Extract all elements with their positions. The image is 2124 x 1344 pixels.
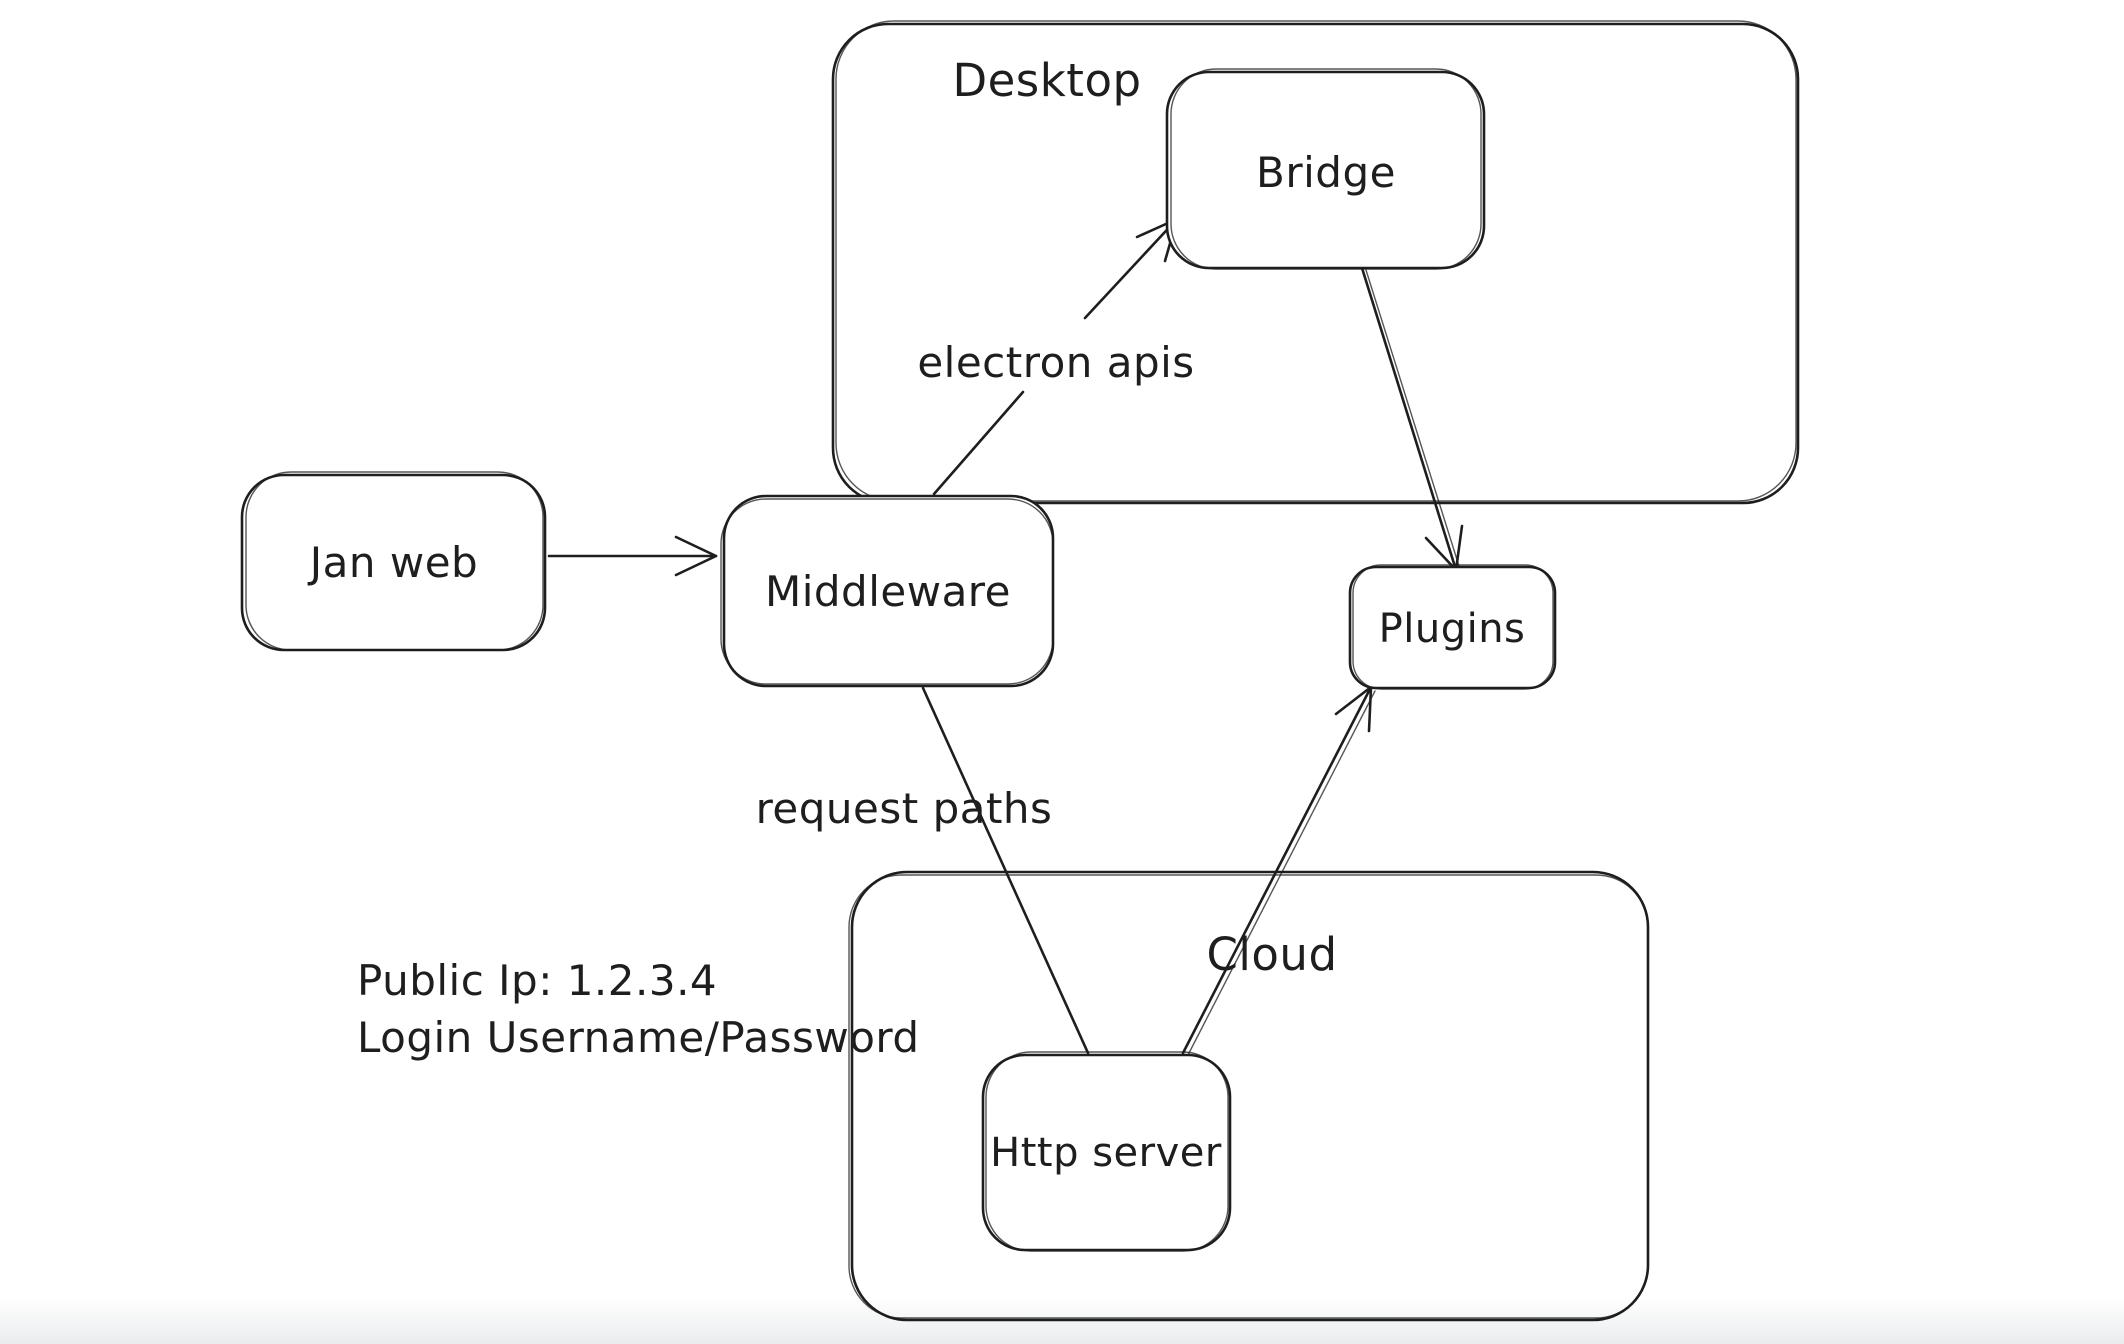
node-middleware[interactable]: Middleware bbox=[720, 494, 1055, 688]
middleware-sketch-line bbox=[720, 498, 1054, 685]
arrowhead bbox=[674, 535, 718, 577]
desktop-container-label: Desktop bbox=[952, 54, 1141, 107]
bridge-box bbox=[1165, 70, 1486, 270]
arrow-shaft bbox=[1360, 266, 1458, 572]
node-plugins[interactable]: Plugins bbox=[1348, 564, 1557, 690]
line-middleware-to-http-server[interactable] bbox=[921, 686, 1090, 1055]
jan-web-sketch-line bbox=[245, 471, 544, 651]
edge-label-request-paths[interactable]: request paths bbox=[756, 784, 1053, 833]
note-login[interactable]: Login Username/Password bbox=[357, 1013, 920, 1062]
arrow-shaft bbox=[932, 390, 1025, 496]
container-desktop[interactable]: Desktop bbox=[831, 20, 1800, 505]
node-bridge[interactable]: Bridge bbox=[1165, 68, 1486, 270]
note-public-ip[interactable]: Public Ip: 1.2.3.4 bbox=[357, 956, 717, 1005]
plugins-box bbox=[1348, 565, 1557, 690]
bridge-label: Bridge bbox=[1256, 148, 1396, 197]
plugins-sketch-line bbox=[1352, 564, 1554, 690]
arrow-shaft bbox=[1083, 217, 1179, 320]
desktop-container-sketch-line bbox=[835, 20, 1797, 502]
arrow-shaft-sketch-line bbox=[1365, 269, 1460, 567]
arrow-jan-web-to-middleware[interactable] bbox=[547, 535, 718, 577]
edge-label-electron-apis[interactable]: electron apis bbox=[917, 338, 1194, 387]
line-shaft bbox=[921, 686, 1090, 1055]
http-server-label: Http server bbox=[990, 1130, 1222, 1176]
arrow-middleware-to-bridge[interactable]: electron apis bbox=[917, 217, 1194, 496]
container-cloud[interactable]: Cloud bbox=[848, 870, 1650, 1322]
arrow-shaft bbox=[1181, 685, 1373, 1055]
jan-web-label: Jan web bbox=[307, 538, 478, 587]
node-jan-web[interactable]: Jan web bbox=[240, 471, 547, 652]
plugins-label: Plugins bbox=[1379, 606, 1526, 652]
desktop-container-box bbox=[831, 22, 1800, 505]
http-server-sketch-line bbox=[985, 1051, 1229, 1252]
cloud-container-label: Cloud bbox=[1206, 928, 1337, 981]
middleware-label: Middleware bbox=[765, 567, 1011, 616]
bridge-sketch-line bbox=[1170, 68, 1482, 270]
arrow-bridge-to-plugins[interactable] bbox=[1360, 266, 1464, 572]
node-http-server[interactable]: Http server bbox=[981, 1051, 1232, 1252]
http-server-box bbox=[981, 1053, 1232, 1252]
arrow-shaft-sketch-line bbox=[1187, 690, 1376, 1056]
cloud-container-sketch-line bbox=[848, 874, 1649, 1319]
